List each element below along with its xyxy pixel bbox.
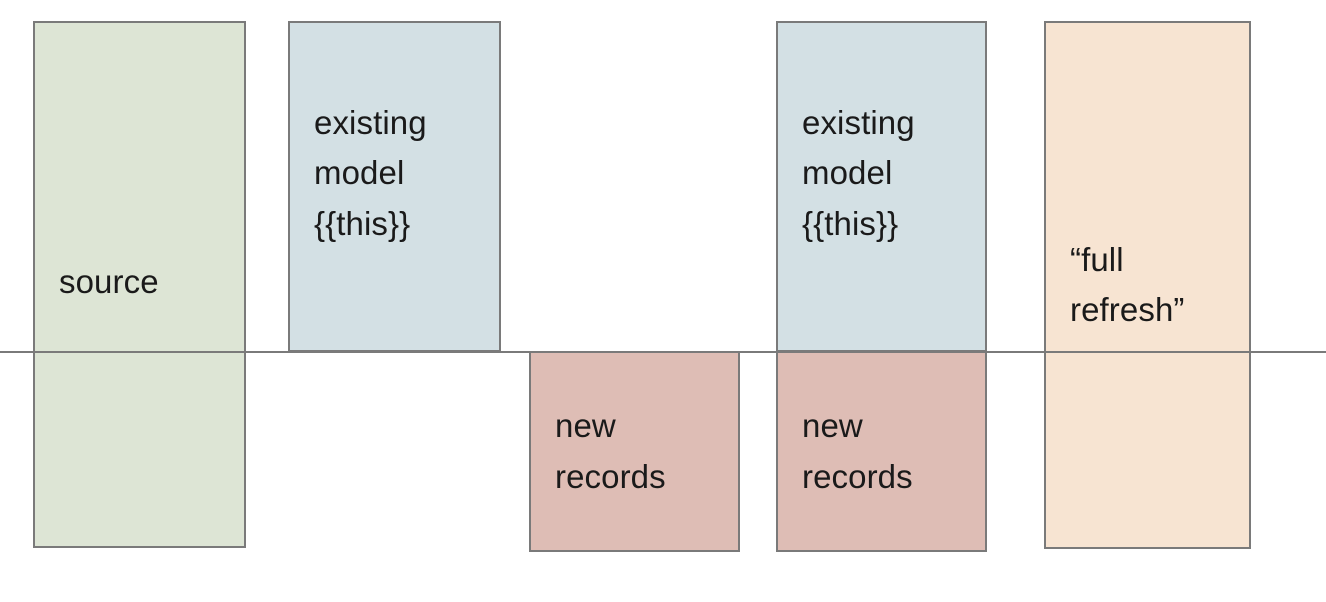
box-existing-model-a[interactable]: existing model {{this}}	[288, 21, 501, 352]
box-existing-model-b-label: existing model {{this}}	[802, 104, 915, 242]
box-new-records-b[interactable]: new records	[776, 351, 987, 552]
box-existing-model-a-label: existing model {{this}}	[314, 104, 427, 242]
box-new-records-b-label: new records	[802, 407, 913, 495]
box-new-records-a-label: new records	[555, 407, 666, 495]
box-existing-model-b[interactable]: existing model {{this}}	[776, 21, 987, 352]
box-full-refresh[interactable]: “full refresh”	[1044, 21, 1251, 549]
box-new-records-a[interactable]: new records	[529, 351, 740, 552]
horizontal-divider-line	[0, 351, 1326, 353]
box-source[interactable]: source	[33, 21, 246, 548]
box-full-refresh-label: “full refresh”	[1070, 240, 1185, 328]
box-source-label: source	[59, 263, 159, 301]
